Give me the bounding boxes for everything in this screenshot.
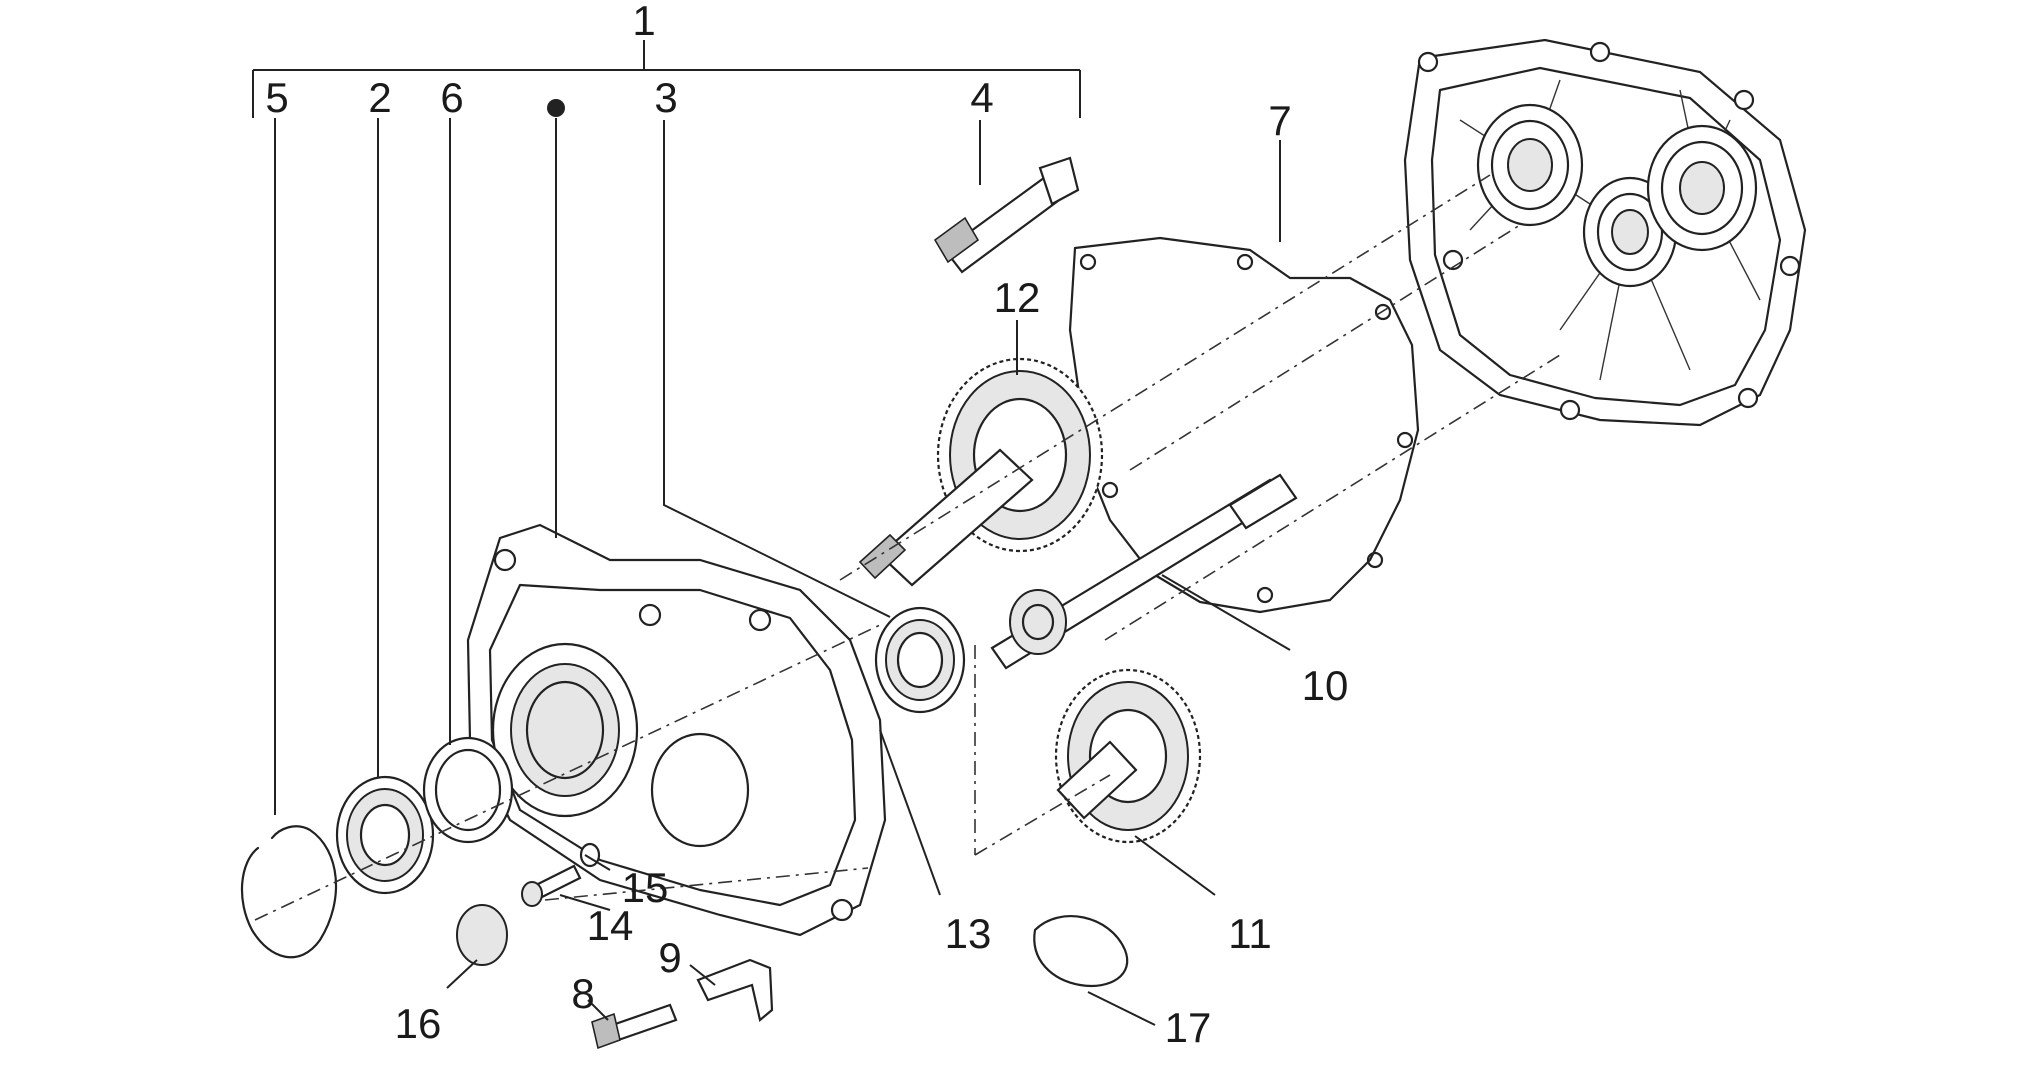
cap-16 — [456, 904, 508, 966]
stud-4 — [933, 156, 1080, 274]
cover-boss — [491, 642, 639, 818]
gasket — [1068, 236, 1420, 614]
gear-11 — [1054, 668, 1202, 844]
callout-7: 7 — [1268, 97, 1291, 144]
bolt-14 — [521, 864, 582, 907]
callout-4: 4 — [970, 74, 993, 121]
seal-6 — [422, 736, 514, 844]
callout-8: 8 — [571, 970, 594, 1017]
callout-5: 5 — [265, 74, 288, 121]
callout-9: 9 — [658, 934, 681, 981]
group-bracket — [252, 40, 1081, 118]
callout-12: 12 — [994, 274, 1041, 321]
housing-bearing-seats — [1476, 103, 1758, 288]
callout-13: 13 — [945, 910, 992, 957]
gearbox-housing — [1403, 38, 1807, 427]
callout-1: 1 — [632, 0, 655, 44]
circlip-5 — [240, 825, 338, 959]
callout-16: 16 — [395, 1000, 442, 1047]
callout-10: 10 — [1302, 662, 1349, 709]
bracket-9 — [696, 958, 774, 1022]
leader-lines — [274, 99, 1291, 1026]
callout-6: 6 — [440, 74, 463, 121]
callout-3: 3 — [654, 74, 677, 121]
callout-17: 17 — [1165, 1004, 1212, 1051]
gasket-holes — [1079, 253, 1414, 604]
callout-11: 11 — [1228, 910, 1272, 957]
gear-12 — [858, 357, 1104, 587]
clamp-17 — [1033, 915, 1129, 988]
callout-labels: 1 5 2 6 3 4 7 12 10 11 13 15 14 9 8 16 1… — [265, 0, 1348, 1051]
bolt-8 — [591, 1003, 678, 1050]
callout-15: 15 — [622, 864, 669, 911]
bullet-marker — [547, 99, 565, 117]
callout-2: 2 — [368, 74, 391, 121]
bearing-13 — [874, 606, 966, 714]
callout-14: 14 — [587, 902, 634, 949]
output-shaft — [990, 473, 1298, 670]
transmission-cover — [466, 523, 887, 937]
assembly-axes — [254, 174, 1561, 921]
bearing-2 — [335, 775, 435, 895]
pinion-gear — [1009, 589, 1067, 655]
